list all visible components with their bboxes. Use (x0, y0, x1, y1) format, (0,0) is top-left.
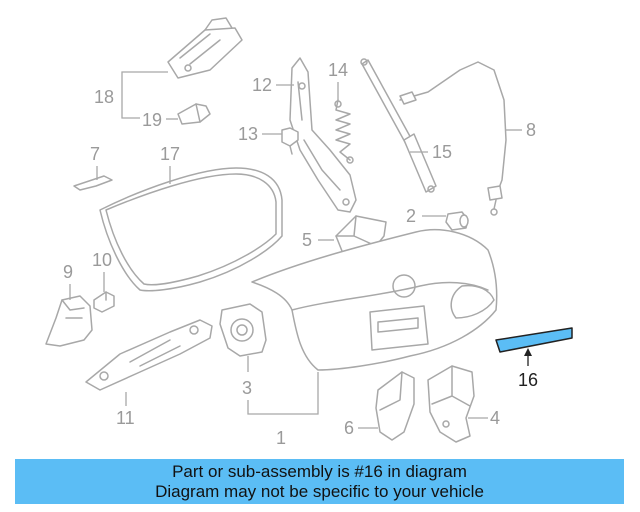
callout-7: 7 (90, 144, 100, 164)
callout-17: 17 (160, 144, 180, 164)
part-1-trunk-lid (251, 229, 498, 371)
callout-9: 9 (63, 262, 73, 282)
part-8-cable (399, 61, 507, 216)
leader-16-arrowhead (524, 348, 532, 356)
callout-15: 15 (432, 142, 452, 162)
part-15-strut (360, 58, 437, 193)
info-banner: Part or sub-assembly is #16 in diagram D… (15, 459, 624, 504)
leader-18 (121, 71, 168, 119)
banner-line-1: Part or sub-assembly is #16 in diagram (172, 462, 467, 481)
callout-11: 11 (116, 408, 135, 428)
leader-1 (247, 372, 319, 415)
part-19-bulb (177, 103, 211, 125)
part-16-seal-strip (495, 327, 573, 353)
part-7-emblem (73, 175, 113, 191)
part-11-garnish (85, 319, 213, 391)
callout-18: 18 (94, 87, 114, 107)
part-12-hinge (289, 57, 357, 213)
callout-19: 19 (142, 110, 162, 130)
callout-2: 2 (406, 206, 416, 226)
callout-16: 16 (518, 370, 538, 390)
callout-8: 8 (526, 120, 536, 140)
part-2-cylinder (445, 211, 469, 231)
callout-5: 5 (302, 230, 312, 250)
callout-12: 12 (252, 75, 272, 95)
callout-4: 4 (490, 408, 500, 428)
part-3-socket (219, 303, 267, 357)
banner-line-2: Diagram may not be specific to your vehi… (155, 482, 484, 501)
callout-13: 13 (238, 124, 258, 144)
part-14-spring (334, 99, 354, 164)
callout-14: 14 (328, 60, 348, 80)
callout-1: 1 (276, 428, 286, 448)
part-13-bumper (281, 127, 299, 155)
part-6-cover (375, 371, 415, 441)
callout-3: 3 (242, 378, 252, 398)
callout-10: 10 (92, 250, 112, 270)
part-17-weatherstrip (99, 167, 283, 292)
part-4-latch-cover (427, 365, 475, 443)
part-9-bracket (45, 295, 93, 347)
callout-6: 6 (344, 418, 354, 438)
part-10-switch (93, 291, 115, 313)
part-18-latch (167, 17, 243, 79)
